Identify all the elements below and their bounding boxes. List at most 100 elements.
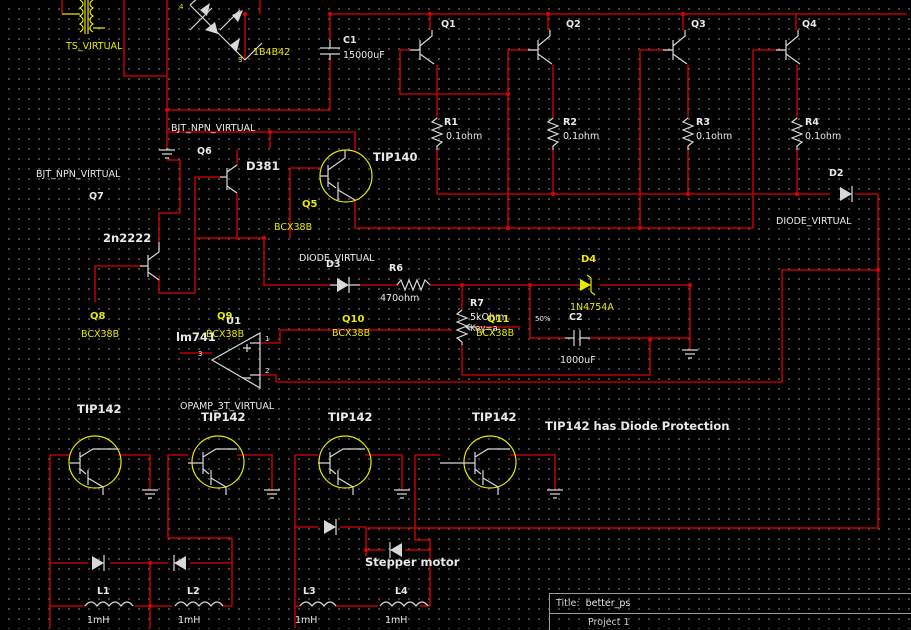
label-q3: Q3 <box>691 19 706 30</box>
label-r7: R7 <box>470 298 484 309</box>
transistor-q7[interactable] <box>140 242 160 281</box>
svg-text:3: 3 <box>198 350 202 358</box>
label-2n2222: 2n2222 <box>103 231 151 245</box>
title-value: better_ps <box>585 598 631 609</box>
label-l1: L1 <box>97 586 110 597</box>
label-stepper-motor: Stepper motor <box>365 555 460 569</box>
svg-text:BCX38B: BCX38B <box>274 222 312 233</box>
label-q9: Q9 <box>217 311 233 322</box>
label-d4: D4 <box>581 254 596 265</box>
title-block: Title:better_ps Project 1 <box>549 593 911 630</box>
label-lm741: lm741 <box>176 330 216 344</box>
diode-d2[interactable] <box>840 186 853 202</box>
label-bjt-npn-2: BJT_NPN_VIRTUAL <box>36 169 121 180</box>
labels: TS_VIRTUAL 1B4B42 4 3 C1 15000uF Q1 Q2 Q… <box>36 3 852 626</box>
capacitor-c1[interactable] <box>320 40 340 60</box>
svg-text:DIODE_VIRTUAL: DIODE_VIRTUAL <box>299 253 375 264</box>
svg-text:1mH: 1mH <box>178 615 200 626</box>
label-r4: R4 <box>805 117 819 128</box>
svg-text:3: 3 <box>238 56 242 64</box>
label-l4: L4 <box>395 586 408 597</box>
svg-text:0.1ohm: 0.1ohm <box>696 131 732 142</box>
capacitor-c2[interactable] <box>565 330 590 346</box>
svg-text:470ohm: 470ohm <box>380 293 419 304</box>
label-r3: R3 <box>696 117 710 128</box>
label-q4: Q4 <box>802 19 817 30</box>
svg-text:0.1ohm: 0.1ohm <box>805 131 841 142</box>
label-tip142-d: TIP142 <box>472 410 517 424</box>
darlington-tip142-b[interactable] <box>188 435 245 495</box>
label-r1: R1 <box>444 117 458 128</box>
label-q7: Q7 <box>89 191 104 202</box>
darlington-tip142-d[interactable] <box>440 435 517 495</box>
darlington-tip140[interactable] <box>319 149 373 203</box>
label-r2: R2 <box>563 117 577 128</box>
label-bjt-npn-1: BJT_NPN_VIRTUAL <box>171 123 256 134</box>
label-opamp: OPAMP_3T_VIRTUAL <box>180 401 275 412</box>
label-l3: L3 <box>303 586 316 597</box>
title-row: Title:better_ps <box>556 598 630 609</box>
diode-d3[interactable] <box>330 277 360 293</box>
label-l2: L2 <box>187 586 200 597</box>
zener-d4[interactable] <box>580 274 596 296</box>
transistor-q6[interactable] <box>220 164 238 194</box>
bridge-rectifier-symbol[interactable] <box>189 0 263 61</box>
label-q5: Q5 <box>302 199 318 210</box>
label-q2: Q2 <box>566 19 581 30</box>
title-divider <box>550 613 911 614</box>
label-tip142-a: TIP142 <box>77 402 122 416</box>
label-q8: Q8 <box>90 311 106 322</box>
darlington-tip142-c[interactable] <box>318 435 372 495</box>
svg-text:4: 4 <box>179 3 184 11</box>
svg-text:1mH: 1mH <box>295 615 317 626</box>
label-d3: D3 <box>326 259 341 270</box>
svg-text:1000uF: 1000uF <box>560 355 596 366</box>
label-d2: D2 <box>829 168 844 179</box>
label-tip142-note: TIP142 has Diode Protection <box>545 419 729 433</box>
svg-text:BCX38B: BCX38B <box>81 329 119 340</box>
opamp-u1[interactable] <box>210 331 261 390</box>
svg-text:1: 1 <box>265 335 269 343</box>
svg-text:1mH: 1mH <box>385 615 407 626</box>
resistor-r6[interactable] <box>396 278 431 292</box>
project-name: Project 1 <box>588 617 630 628</box>
svg-text:0.1ohm: 0.1ohm <box>563 131 599 142</box>
svg-text:Key=a: Key=a <box>470 324 498 334</box>
svg-text:0.1ohm: 0.1ohm <box>446 131 482 142</box>
svg-text:1mH: 1mH <box>87 615 109 626</box>
label-u1: U1 <box>226 316 241 327</box>
transformer-symbol[interactable] <box>62 0 105 34</box>
label-c1-value: 15000uF <box>343 50 385 61</box>
svg-text:5kOhm: 5kOhm <box>470 312 504 323</box>
svg-text:1N4754A: 1N4754A <box>570 302 614 313</box>
svg-text:2: 2 <box>265 367 269 375</box>
label-q1: Q1 <box>441 19 456 30</box>
potentiometer-r7[interactable] <box>455 309 476 345</box>
label-c1: C1 <box>343 35 357 46</box>
label-tip142-b: TIP142 <box>201 410 246 424</box>
svg-text:BCX38B: BCX38B <box>206 329 244 340</box>
label-q10: Q10 <box>342 314 364 325</box>
label-q11: Q11 <box>487 314 509 325</box>
label-bridge: 1B4B42 <box>253 47 290 58</box>
label-transformer: TS_VIRTUAL <box>65 41 123 52</box>
protection-diodes[interactable] <box>92 519 402 571</box>
label-tip142-c: TIP142 <box>328 410 373 424</box>
svg-text:BCX38B: BCX38B <box>476 328 514 339</box>
label-q6: Q6 <box>197 146 212 157</box>
transistors-q1-q4[interactable] <box>410 30 801 65</box>
svg-text:50%: 50% <box>535 315 551 323</box>
junctions <box>148 12 880 608</box>
inductors[interactable] <box>84 601 429 607</box>
label-r6: R6 <box>389 263 403 274</box>
resistors-r1-r4[interactable] <box>430 117 804 150</box>
label-d381: D381 <box>246 159 280 173</box>
label-tip140: TIP140 <box>373 150 418 164</box>
label-c2: C2 <box>569 312 583 323</box>
ground-symbols <box>142 148 698 499</box>
svg-text:BCX38B: BCX38B <box>332 328 370 339</box>
darlington-tip142-a[interactable] <box>68 435 122 495</box>
svg-text:DIODE_VIRTUAL: DIODE_VIRTUAL <box>776 216 852 227</box>
